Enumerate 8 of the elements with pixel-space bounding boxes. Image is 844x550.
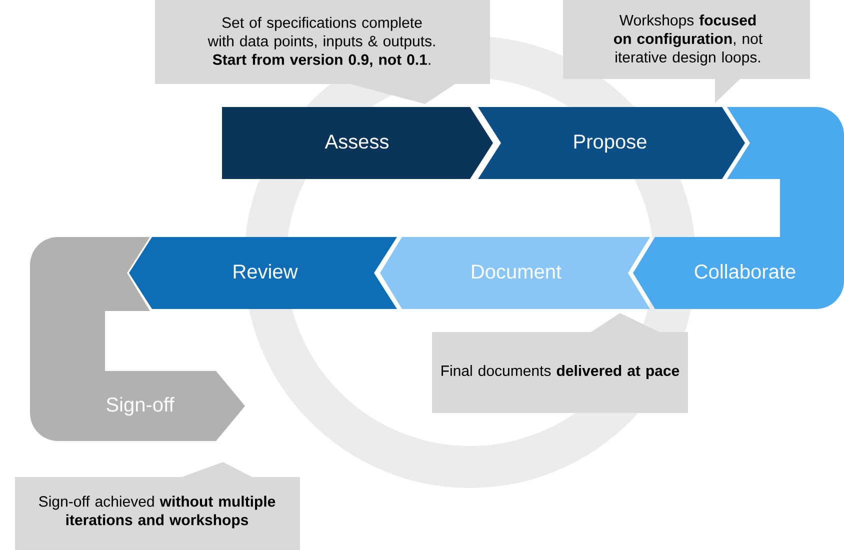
callout-box: Workshops focused on configuration, not iterative design loops.: [563, 0, 810, 103]
callout-box: Final documents delivered at pace: [432, 313, 688, 413]
callout-box: Set of specifications complete with data points, inputs & outputs. Start from version 0.9, not 0.1.: [155, 0, 490, 104]
process-step: Document: [380, 237, 650, 309]
process-step: Propose: [478, 107, 745, 179]
process-step: Review: [129, 237, 397, 309]
callout-box: Sign-off achieved without multiple iterations and workshops: [15, 462, 300, 550]
process-step: Assess: [222, 107, 493, 179]
